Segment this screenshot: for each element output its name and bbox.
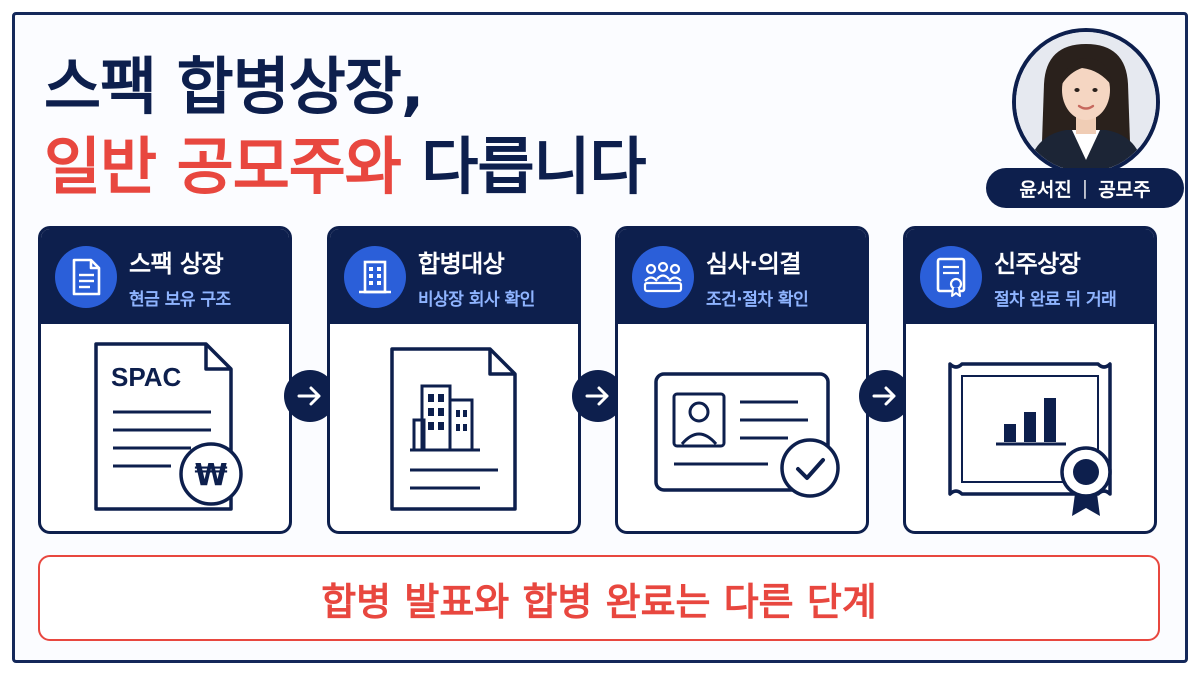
step-subtitle: 현금 보유 구조	[129, 289, 231, 310]
arrow-right-icon	[872, 386, 896, 406]
step-card-header: 스팩 상장 현금 보유 구조	[41, 229, 289, 324]
step-card-4: 신주상장 절차 완료 뒤 거래	[903, 226, 1157, 534]
step-card-header: 신주상장 절차 완료 뒤 거래	[906, 229, 1154, 324]
step-title: 신주상장	[994, 249, 1081, 278]
step-subtitle: 절차 완료 뒤 거래	[994, 289, 1117, 310]
arrow-right-icon	[585, 386, 609, 406]
won-symbol: ₩	[194, 458, 227, 493]
step-arrow-3	[859, 370, 911, 422]
step-card-2: 합병대상 비상장 회사 확인	[327, 226, 581, 534]
presenter-portrait-icon	[1016, 32, 1156, 172]
step-title: 스팩 상장	[129, 249, 224, 278]
presenter-avatar	[1012, 28, 1160, 176]
presenter-name-tag: 윤서진 | 공모주	[986, 168, 1184, 208]
headline-highlight: 일반 공모주와	[44, 130, 402, 203]
banner-text: 합병 발표와 합병 완료는 다른 단계	[321, 579, 877, 624]
headline-line-2: 일반 공모주와 다릅니다	[44, 116, 647, 206]
presenter-separator: |	[1081, 177, 1089, 199]
building-document-icon	[390, 347, 517, 511]
presenter-name: 윤서진	[1019, 178, 1072, 201]
presenter-channel: 공모주	[1098, 178, 1151, 201]
building-icon	[344, 245, 406, 308]
headline-rest: 다릅니다	[421, 130, 646, 203]
step-title: 심사·의결	[706, 249, 801, 278]
listing-certificate-illustration	[906, 324, 1154, 531]
spac-label: SPAC	[111, 362, 182, 392]
step-card-header: 합병대상 비상장 회사 확인	[330, 229, 578, 324]
certificate-icon	[920, 245, 982, 308]
meeting-icon	[632, 245, 694, 308]
arrow-right-icon	[297, 386, 321, 406]
step-card-header: 심사·의결 조건·절차 확인	[618, 229, 866, 324]
spac-document-icon: SPAC ₩	[94, 342, 243, 511]
key-message-banner: 합병 발표와 합병 완료는 다른 단계	[38, 555, 1160, 641]
spac-document-illustration: SPAC ₩	[41, 324, 289, 531]
document-icon	[55, 245, 117, 308]
step-title: 합병대상	[418, 249, 505, 278]
listing-certificate-icon	[948, 362, 1112, 516]
building-document-illustration	[330, 324, 578, 531]
step-card-1: 스팩 상장 현금 보유 구조 SPAC ₩	[38, 226, 292, 534]
step-subtitle: 비상장 회사 확인	[418, 289, 535, 310]
step-card-3: 심사·의결 조건·절차 확인	[615, 226, 869, 534]
headline-line-1: 스팩 합병상장,	[44, 50, 424, 123]
id-card-check-icon	[654, 372, 840, 498]
step-subtitle: 조건·절차 확인	[706, 289, 809, 310]
id-card-check-illustration	[618, 324, 866, 531]
